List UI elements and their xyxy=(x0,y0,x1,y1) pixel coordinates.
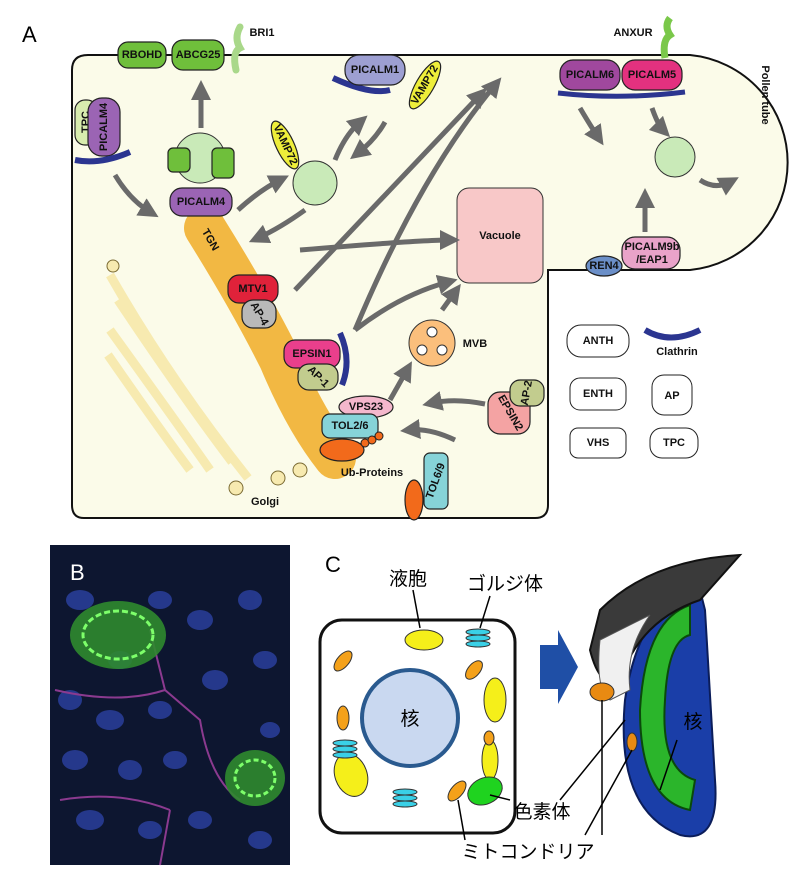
vacuole-label-jp: 液胞 xyxy=(389,568,427,590)
panel-b-letter: B xyxy=(70,560,85,585)
mvb-label: MVB xyxy=(463,338,488,350)
ap1-protein xyxy=(297,363,339,391)
tol26-label: TOL2/6 xyxy=(331,420,368,432)
vesicle-mid xyxy=(292,160,338,206)
anxur-receptor xyxy=(660,15,675,59)
clathrin-left xyxy=(74,149,132,165)
legend-ap-label: AP xyxy=(664,390,679,402)
picalm1-protein xyxy=(344,54,406,86)
picalm4-left-protein xyxy=(87,97,121,157)
green-cell-2 xyxy=(225,750,285,806)
panel-c-letter: C xyxy=(325,552,341,577)
rbohd-label: RBOHD xyxy=(122,49,162,61)
anxur-label: ANXUR xyxy=(613,27,652,39)
legend-vhs-shape xyxy=(569,427,627,459)
golgi-label: Golgi xyxy=(251,496,279,508)
ren4-label: REN4 xyxy=(589,260,619,272)
vesicle-tip xyxy=(654,136,696,178)
ap2-label: AP-2 xyxy=(519,380,535,407)
picalm4-tgn-protein xyxy=(169,187,233,217)
picalm1-label: PICALM1 xyxy=(351,64,399,76)
tol26-protein xyxy=(321,413,379,439)
legend-enth-shape xyxy=(569,377,627,411)
legend-enth-label: ENTH xyxy=(583,388,613,400)
golgi-label-jp: ゴルジ体 xyxy=(467,573,543,595)
picalm5-protein xyxy=(621,59,683,91)
legend-anth-label: ANTH xyxy=(583,335,614,347)
rbohd-protein xyxy=(117,41,167,69)
mitochondria-label: ミトコンドリア xyxy=(461,841,594,863)
abcg25-vesicle-2 xyxy=(211,147,235,179)
abcg25-label: ABCG25 xyxy=(176,49,221,61)
plastid-label: 色素体 xyxy=(513,801,570,823)
ren4-protein xyxy=(585,255,623,277)
ub-protein-2 xyxy=(404,479,424,521)
tol69-protein xyxy=(423,452,449,510)
legend-tpc-label: TPC xyxy=(663,437,685,449)
clathrin-tip xyxy=(557,89,686,99)
vacuole-label: Vacuole xyxy=(479,230,521,242)
picalm6-protein xyxy=(559,59,621,91)
picalm9b-protein xyxy=(621,236,681,270)
pointer-lines xyxy=(457,700,678,841)
ub-protein xyxy=(319,438,365,462)
picalm4-tgn-label: PICALM4 xyxy=(177,196,226,208)
tgn xyxy=(184,207,356,479)
clathrin-picalm1 xyxy=(331,75,391,95)
picalm4-left-label: PICALM4 xyxy=(98,102,110,151)
nucleus-left-label: 核 xyxy=(400,708,419,730)
legend-vhs-label: VHS xyxy=(587,437,610,449)
nucleus-right-label: 核 xyxy=(683,711,702,733)
ub-proteins-label: Ub-Proteins xyxy=(341,467,403,479)
eap1-label: /EAP1 xyxy=(636,254,668,266)
nuclei xyxy=(58,590,280,849)
picalm5-label: PICALM5 xyxy=(628,69,676,81)
bri1-receptor xyxy=(231,23,245,74)
epsin1-label: EPSIN1 xyxy=(292,348,331,360)
bri1-label: BRI1 xyxy=(249,27,274,39)
abcg25-vesicle xyxy=(167,147,191,173)
clathrin-epsin1 xyxy=(337,331,350,387)
legend-clathrin-shape xyxy=(643,327,702,341)
pollen-tube-label: Pollen tube xyxy=(759,65,771,124)
vamp72-top xyxy=(408,60,442,110)
panel-b: B xyxy=(50,545,290,866)
legend-clathrin-label: Clathrin xyxy=(656,346,698,358)
legend-anth-shape xyxy=(566,324,630,358)
ap2-protein xyxy=(509,379,545,407)
trafficking-arrows xyxy=(112,77,739,443)
nucleus-left xyxy=(360,668,460,768)
legend-ap-shape xyxy=(651,374,693,416)
vamp72-mid xyxy=(270,120,300,170)
mtv1-label: MTV1 xyxy=(238,283,267,295)
cell-walls xyxy=(54,629,241,866)
ap4-protein xyxy=(241,299,277,329)
abcg25-protein xyxy=(171,39,225,71)
panel-a-letter: A xyxy=(22,22,37,47)
arrow-right-icon xyxy=(540,630,578,704)
picalm9b-label: PICALM9b xyxy=(625,241,680,253)
legend: ANTH Clathrin ENTH AP VHS TPC xyxy=(566,324,702,459)
vps23-label: VPS23 xyxy=(349,401,383,413)
golgi-stacks xyxy=(104,259,308,496)
panel-c: C 核 液胞 ゴルジ体 核 色素体 ミト xyxy=(318,552,743,863)
organelles xyxy=(332,628,507,808)
panel-a: A Pollen tube Vacuole Golgi TGN RBOHD AB… xyxy=(22,15,789,521)
picalm6-label: PICALM6 xyxy=(566,69,614,81)
legend-tpc-shape xyxy=(649,427,699,459)
differentiated-cell xyxy=(588,553,743,838)
